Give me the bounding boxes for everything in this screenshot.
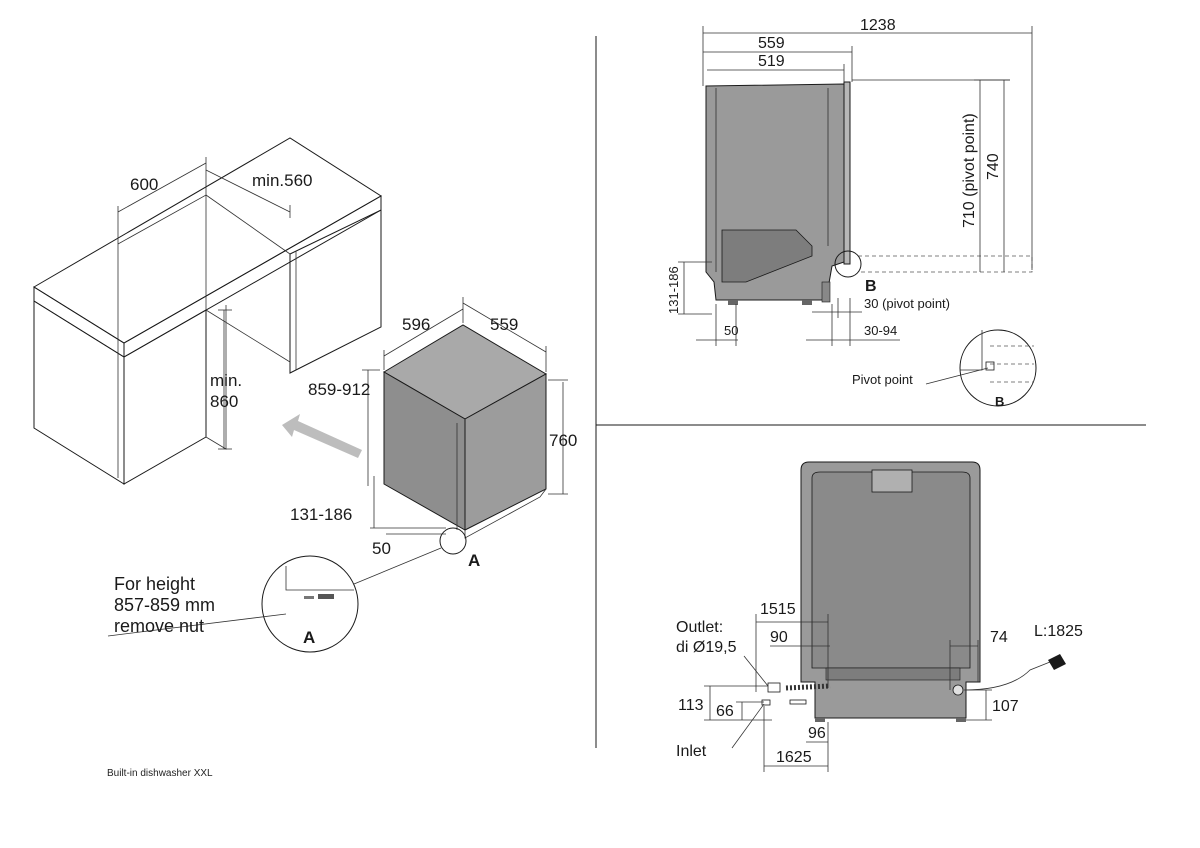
side-plinth-depth-dim: 50: [724, 323, 738, 338]
side-view-dimensions: 1238 559 519 710 (pivot point) 740 131-1…: [666, 17, 1033, 346]
cabinet-dimensions: 600 min.560 min. 860: [117, 157, 312, 450]
detail-a-note-line3: remove nut: [114, 616, 204, 636]
power-height-dim: 107: [992, 698, 1019, 715]
height-dim: 740: [985, 153, 1002, 180]
outlet-offset-dim: 90: [770, 629, 788, 646]
insert-direction-arrow: [282, 414, 362, 458]
inlet-height-dim: 66: [716, 703, 734, 720]
appliance-dimensions: 596 559 859-912 760 131-186 50: [290, 297, 577, 558]
dishwasher-appliance: A: [383, 324, 548, 570]
cabinet-depth-dim: min.560: [252, 171, 312, 190]
panel-dividers: [595, 36, 1146, 748]
inlet-length-dim: 1625: [776, 749, 812, 766]
side-plinth-height-dim: 131-186: [666, 266, 681, 314]
inlet-offset-dim: 96: [808, 725, 826, 742]
pivot-height-dim: 710 (pivot point): [961, 113, 978, 228]
depth-outer-dim: 559: [758, 35, 785, 52]
cabinet-height-dim-line2: 860: [210, 392, 238, 411]
inlet-label: Inlet: [676, 743, 707, 760]
appliance-height-range-dim: 859-912: [308, 380, 370, 399]
drawing-caption: Built-in dishwasher XXL: [107, 768, 213, 779]
outlet-length-dim: 1515: [760, 601, 796, 618]
detail-a-note-line1: For height: [114, 574, 195, 594]
kitchen-cabinet: [33, 137, 382, 485]
outlet-label-line1: Outlet:: [676, 619, 723, 636]
appliance-depth-dim: 559: [490, 315, 518, 334]
outlet-height-dim: 113: [678, 697, 704, 714]
front-view: 1515 90 74 L:1825 Outlet: di Ø19,5 113 6…: [676, 461, 1083, 772]
plinth-height-dim: 131-186: [290, 505, 352, 524]
power-length-dim: L:1825: [1034, 623, 1083, 640]
isometric-installation-view: 600 min.560 min. 860 A: [33, 137, 577, 653]
overall-depth-dim: 1238: [860, 17, 896, 34]
detail-b-label: B: [995, 394, 1004, 409]
detail-a-callout: For height 857-859 mm remove nut A: [107, 547, 442, 653]
door-gap-dim: 30-94: [864, 323, 897, 338]
depth-inner-dim: 519: [758, 53, 785, 70]
detail-a-label: A: [303, 628, 315, 647]
detail-a-note-line2: 857-859 mm: [114, 595, 215, 615]
power-offset-dim: 74: [990, 629, 1008, 646]
appliance-body-height-dim: 760: [549, 431, 577, 450]
power-plug-icon: [1048, 654, 1066, 670]
cabinet-width-dim: 600: [130, 175, 158, 194]
detail-a-marker: A: [468, 551, 480, 570]
plinth-depth-dim: 50: [372, 539, 391, 558]
detail-b-callout: Pivot point B: [852, 329, 1037, 409]
outlet-label-line2: di Ø19,5: [676, 639, 737, 656]
front-view-dimensions: 1515 90 74 L:1825 Outlet: di Ø19,5 113 6…: [676, 601, 1083, 772]
cabinet-height-dim-line1: min.: [210, 371, 242, 390]
detail-b-marker: B: [865, 278, 877, 295]
side-view: B 1238 559 519 710 (pivot point) 740 131…: [666, 17, 1037, 409]
pivot-offset-dim: 30 (pivot point): [864, 296, 950, 311]
appliance-width-dim: 596: [402, 315, 430, 334]
pivot-point-label: Pivot point: [852, 372, 913, 387]
